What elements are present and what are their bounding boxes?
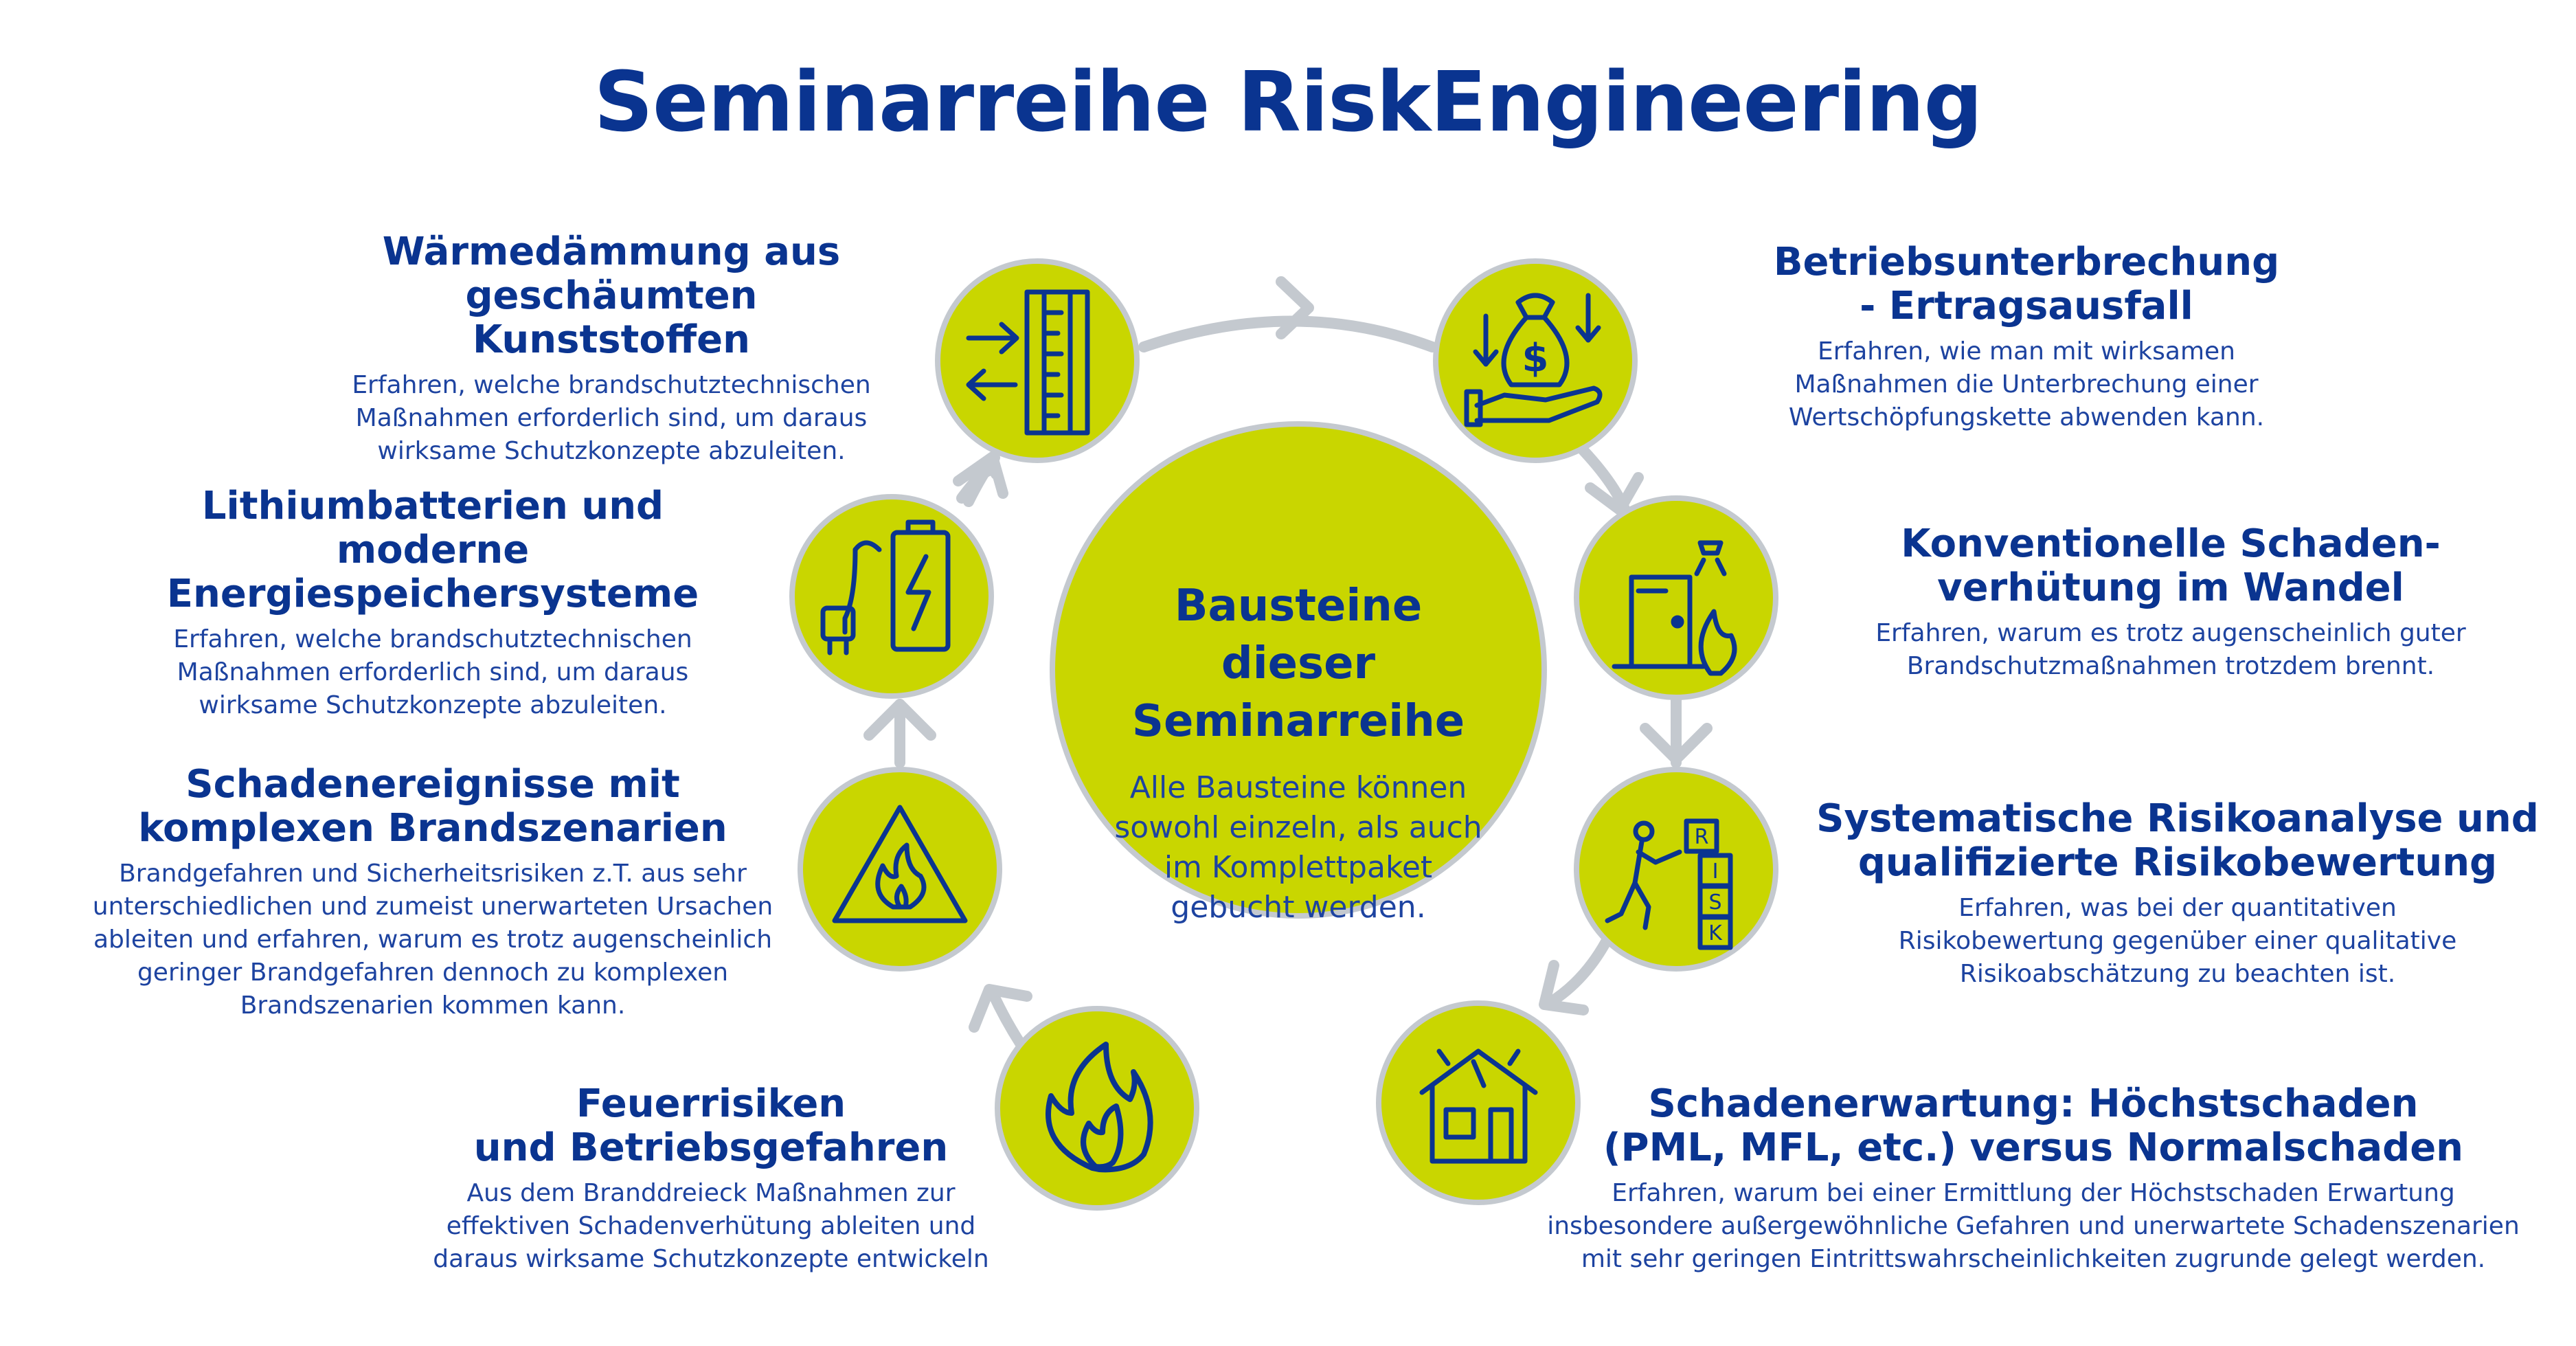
insulation-icon bbox=[966, 289, 1090, 436]
module-risk-analysis: Systematische Risikoanalyse und qualifiz… bbox=[1814, 797, 2542, 991]
module-title: Systematische Risikoanalyse und qualifiz… bbox=[1816, 796, 2539, 885]
module-description: Erfahren, welche brandschutztechnischen … bbox=[352, 371, 871, 465]
battery-plug-icon bbox=[820, 519, 951, 655]
risk-letter-k: K bbox=[1708, 921, 1723, 945]
page-title: Seminarreihe RiskEngineering bbox=[594, 55, 1983, 150]
module-title: Wärmedämmung aus geschäumten Kunststoffe… bbox=[382, 229, 841, 362]
svg-text:$: $ bbox=[1522, 336, 1549, 381]
module-title: Schadenerwartung: Höchstschaden (PML, MF… bbox=[1603, 1081, 2464, 1170]
circle-fire-scenarios bbox=[798, 767, 1002, 972]
module-description: Brandgefahren und Sicherheitsrisiken z.T… bbox=[92, 860, 773, 1020]
module-fire-scenarios: Schadenereignisse mit komplexen Brandsze… bbox=[41, 763, 824, 1022]
circle-fire-risks bbox=[995, 1006, 1199, 1211]
module-description: Erfahren, wie man mit wirksamen Maßnahme… bbox=[1788, 337, 2265, 431]
risk-letter-i: I bbox=[1713, 860, 1719, 884]
module-business-interruption: Betriebsunterbrechung - Ertragsausfall E… bbox=[1717, 240, 2336, 434]
money-bag-hand-icon: $ bbox=[1464, 293, 1603, 427]
module-description: Erfahren, warum bei einer Ermittlung der… bbox=[1547, 1179, 2520, 1273]
module-title: Schadenereignisse mit komplexen Brandsze… bbox=[138, 762, 727, 851]
module-title: Konventionelle Schaden- verhütung im Wan… bbox=[1901, 521, 2441, 610]
risk-letters: R I S K bbox=[1695, 825, 1724, 945]
risk-blocks-icon bbox=[1605, 818, 1733, 950]
center-description: Alle Bausteine können sowohl einzeln, al… bbox=[1114, 770, 1482, 925]
module-insulation: Wärmedämmung aus geschäumten Kunststoffe… bbox=[330, 230, 893, 468]
module-batteries: Lithiumbatterien und moderne Energiespei… bbox=[124, 484, 742, 722]
fire-warning-icon bbox=[832, 805, 968, 923]
module-damage-expectation: Schadenerwartung: Höchstschaden (PML, MF… bbox=[1539, 1082, 2528, 1276]
circle-business-interruption bbox=[1433, 258, 1638, 463]
center-circle bbox=[1050, 421, 1547, 919]
module-description: Erfahren, welche brandschutztechnischen … bbox=[173, 625, 692, 719]
circle-prevention bbox=[1574, 495, 1778, 700]
module-title: Lithiumbatterien und moderne Energiespei… bbox=[166, 484, 699, 616]
flame-icon bbox=[1046, 1042, 1153, 1173]
circle-risk-analysis bbox=[1574, 767, 1778, 972]
door-fire-sprinkler-icon bbox=[1612, 540, 1737, 676]
module-description: Erfahren, warum es trotz augenscheinlich… bbox=[1875, 619, 2466, 680]
module-prevention: Konventionelle Schaden- verhütung im Wan… bbox=[1820, 522, 2521, 683]
damaged-house-icon bbox=[1419, 1048, 1538, 1164]
module-title: Feuerrisiken und Betriebsgefahren bbox=[473, 1081, 949, 1170]
module-description: Aus dem Branddreieck Maßnahmen zur effek… bbox=[433, 1179, 989, 1273]
center-title: Bausteine dieser Seminarreihe bbox=[1131, 581, 1465, 747]
risk-letter-r: R bbox=[1695, 825, 1709, 849]
risk-letter-s: S bbox=[1708, 890, 1721, 915]
module-description: Erfahren, was bei der quantitativen Risi… bbox=[1898, 894, 2457, 988]
center-content: Bausteine dieser Seminarreihe Alle Baust… bbox=[1061, 577, 1535, 928]
circle-damage-expectation bbox=[1376, 1000, 1581, 1205]
module-title: Betriebsunterbrechung - Ertragsausfall bbox=[1773, 240, 2280, 328]
module-fire-risks: Feuerrisiken und Betriebsgefahren Aus de… bbox=[385, 1082, 1037, 1276]
